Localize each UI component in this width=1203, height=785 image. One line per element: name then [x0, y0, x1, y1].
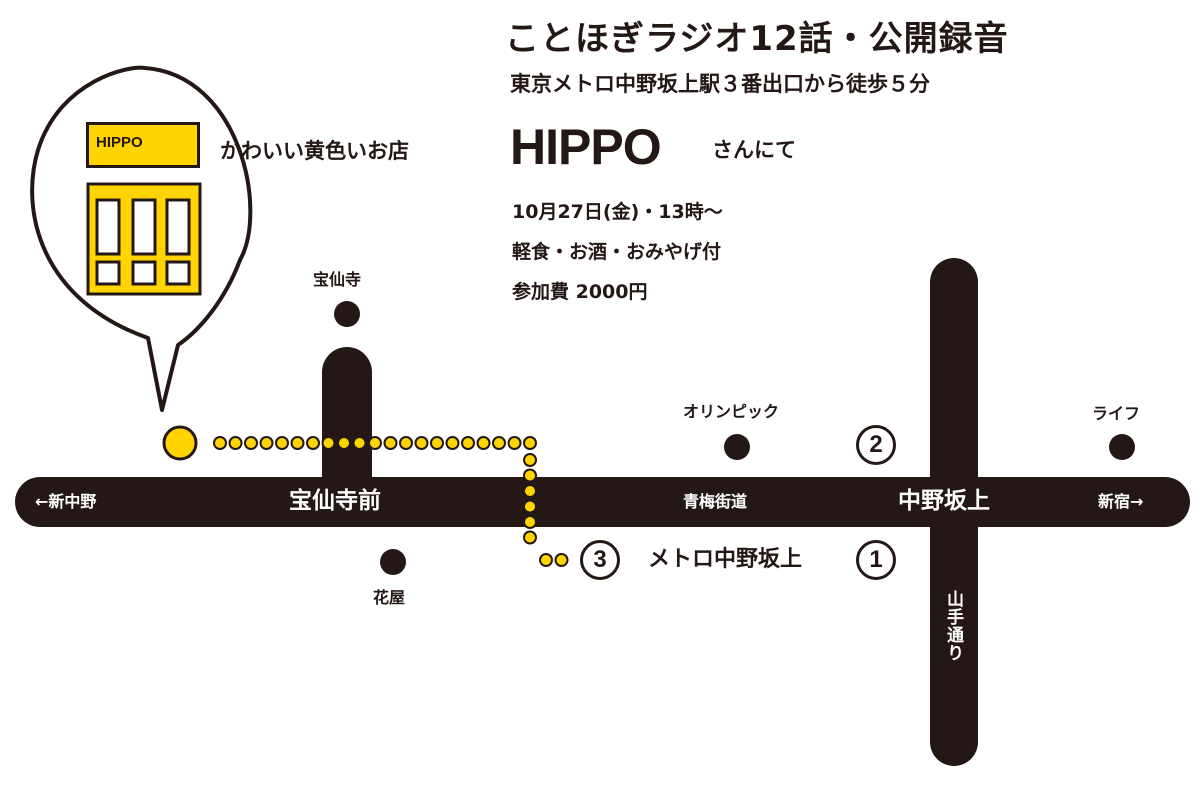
route-dot: [275, 436, 289, 450]
route-dot: [306, 436, 320, 450]
walking-route: [213, 436, 569, 567]
shop-sign: HIPPO: [86, 122, 200, 168]
shop-description: かわいい黄色いお店: [220, 139, 409, 163]
label-ome-kaido: 青梅街道: [683, 492, 748, 511]
venue-name: HIPPO: [510, 119, 662, 175]
route-dot: [445, 436, 460, 450]
event-date: 10月27日(金)・13時～: [512, 201, 723, 223]
ome-kaido-road: [15, 477, 1190, 527]
route-dot: [290, 436, 305, 450]
olympic-marker: [724, 434, 750, 460]
shop-building-icon: [86, 182, 202, 296]
hosenji-marker: [334, 301, 360, 327]
route-dot: [430, 436, 444, 450]
exit-3-marker: 3: [580, 540, 620, 580]
label-hosenji: 宝仙寺: [313, 270, 362, 289]
route-dot: [321, 436, 336, 450]
route-dot: [368, 436, 382, 450]
label-hanaya: 花屋: [373, 588, 406, 607]
yamate-dori-road: [930, 258, 978, 766]
label-life: ライフ: [1092, 404, 1141, 423]
route-dot: [213, 436, 227, 450]
hosenji-side-road: [322, 347, 372, 480]
exit-2-marker: 2: [856, 425, 896, 465]
route-dot: [554, 553, 569, 567]
route-dot: [414, 436, 429, 450]
route-dot: [383, 436, 398, 450]
route-dot: [259, 436, 274, 450]
label-hosenji-mae: 宝仙寺前: [289, 488, 381, 514]
route-dot: [523, 484, 537, 498]
route-dot: [228, 436, 243, 450]
route-dot: [244, 436, 258, 450]
exit-1-marker: 1: [856, 540, 896, 580]
route-dot: [539, 553, 553, 567]
event-title: ことほぎラジオ12話・公開録音: [505, 19, 1009, 59]
label-nakano-sakaue: 中野坂上: [898, 488, 990, 514]
event-fee: 参加費 2000円: [512, 281, 648, 303]
route-dot: [523, 468, 537, 483]
route-dot: [476, 436, 491, 450]
venue-suffix: さんにて: [712, 138, 796, 162]
route-dot: [523, 436, 537, 450]
route-dot: [523, 499, 537, 514]
route-dot: [492, 436, 506, 450]
life-marker: [1109, 434, 1135, 460]
route-dot: [523, 453, 537, 467]
route-dot: [399, 436, 413, 450]
shop-location-marker: [162, 425, 198, 461]
route-dot: [507, 436, 522, 450]
label-shinjuku: 新宿→: [1098, 492, 1144, 511]
label-metro-station: メトロ中野坂上: [648, 547, 803, 572]
route-dot: [337, 436, 351, 450]
hanaya-marker: [380, 549, 406, 575]
access-directions: 東京メトロ中野坂上駅３番出口から徒歩５分: [510, 72, 930, 96]
label-shin-nakano: ←新中野: [35, 492, 97, 511]
label-olympic: オリンピック: [683, 402, 780, 421]
route-dot: [461, 436, 475, 450]
event-food: 軽食・お酒・おみやげ付: [512, 241, 722, 263]
route-dot: [523, 515, 537, 529]
route-dot: [523, 530, 537, 545]
route-dot: [352, 436, 367, 450]
label-yamate-dori: 山手通り: [943, 590, 963, 662]
